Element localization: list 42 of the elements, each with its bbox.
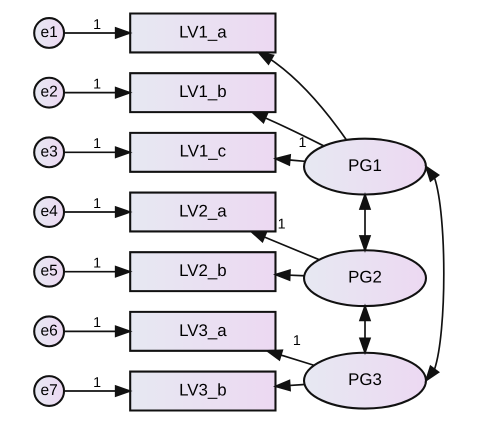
- edge-label: 1: [92, 136, 101, 152]
- arrow: [272, 379, 304, 392]
- arrow: [249, 111, 324, 147]
- arrow: [64, 26, 132, 40]
- node-circle: e6: [32, 315, 65, 348]
- arrow: [64, 325, 132, 338]
- edge-label: 1: [92, 196, 101, 212]
- edge-label: 1: [92, 315, 101, 332]
- edge-label: 1: [277, 216, 286, 232]
- node-box: LV1_b: [128, 72, 276, 114]
- arrow: [64, 146, 132, 158]
- arrow: [248, 230, 320, 260]
- edge-label: 1: [92, 374, 101, 391]
- arrow: [272, 154, 304, 166]
- arrow: [64, 86, 132, 99]
- node-box: LV3_a: [128, 310, 276, 352]
- arrow: [272, 269, 304, 282]
- node-box: LV2_b: [128, 251, 276, 292]
- node-box: LV2_a: [128, 192, 276, 232]
- arrow: [64, 384, 132, 398]
- node-ellipse: PG3: [302, 352, 427, 410]
- arrow: [358, 192, 371, 253]
- node-box: LV1_a: [128, 12, 276, 54]
- node-circle: e7: [32, 375, 65, 407]
- arrow: [64, 266, 132, 278]
- edge-label: 1: [92, 76, 101, 92]
- node-box: LV1_c: [128, 132, 276, 173]
- node-circle: e3: [32, 136, 65, 168]
- node-box: LV3_b: [128, 370, 276, 412]
- arrow: [358, 304, 371, 356]
- arrow: [424, 164, 444, 383]
- edge-label: 1: [292, 332, 300, 349]
- arrow: [64, 206, 132, 218]
- arrow: [264, 349, 314, 366]
- node-circle: e2: [32, 76, 65, 109]
- node-circle: e5: [32, 256, 65, 288]
- node-ellipse: PG2: [302, 249, 427, 308]
- node-circle: e4: [32, 196, 65, 228]
- arrow: [256, 51, 346, 140]
- node-circle: e1: [32, 17, 65, 49]
- edge-label: 1: [92, 256, 101, 272]
- edge-label: 1: [92, 16, 101, 33]
